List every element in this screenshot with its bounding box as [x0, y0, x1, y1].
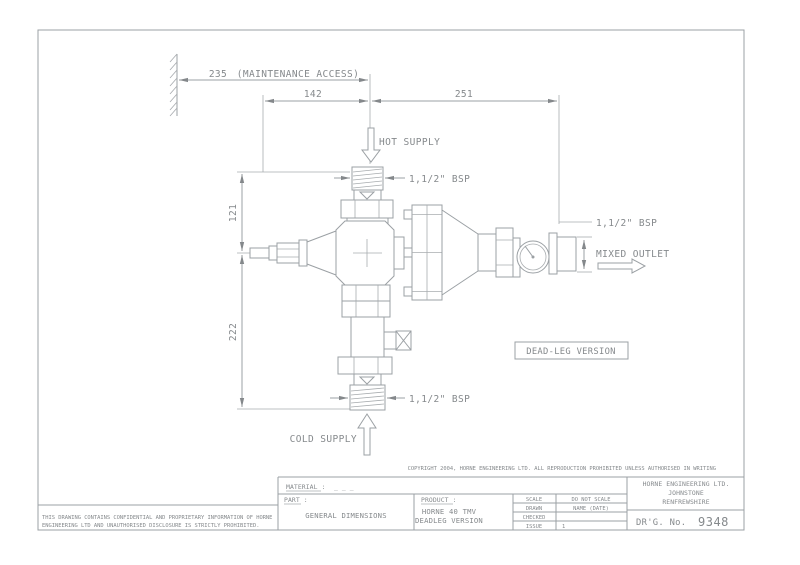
drg-number-label: DR'G. No.: [636, 518, 686, 528]
dim-235-note: (MAINTENANCE ACCESS): [237, 69, 359, 80]
dim-251: 251: [372, 89, 557, 104]
issue-label: ISSUE: [526, 524, 542, 530]
cold-supply-label: COLD SUPPLY: [290, 434, 357, 445]
copyright-notice: COPYRIGHT 2004, HORNE ENGINEERING LTD. A…: [408, 466, 716, 472]
outlet-hex-nut: [495, 227, 514, 278]
version-tag: DEAD-LEG VERSION: [514, 341, 629, 360]
flange-bolt: [403, 247, 413, 258]
title-block: COPYRIGHT 2004, HORNE ENGINEERING LTD. A…: [277, 466, 744, 530]
product-name-line2: DEADLEG VERSION: [415, 516, 483, 525]
bsp-cold-label: 1,1/2" BSP: [409, 394, 470, 405]
company-name: HORNE ENGINEERING LTD.: [643, 480, 730, 488]
flange-bolt: [403, 286, 413, 297]
issue-value: 1: [562, 524, 565, 530]
product-label: PRODUCT :: [421, 496, 457, 504]
drain-valve: [395, 330, 412, 351]
hot-supply-arrow-icon: [361, 127, 381, 163]
disclaimer-line2: ENGINEERING LTD AND UNAUTHORISED DISCLOS…: [42, 523, 259, 529]
cold-inlet-assembly: [337, 284, 412, 411]
company-box: HORNE ENGINEERING LTD. JOHNSTONE RENFREW…: [636, 480, 729, 529]
material-value: _ _ _: [334, 483, 354, 491]
cold-supply-arrow-icon: [357, 413, 377, 456]
outlet-pipe: [556, 236, 577, 272]
dim-121-value: 121: [228, 204, 239, 222]
scale-value: DO NOT SCALE: [572, 497, 611, 503]
scale-table: SCALE DO NOT SCALE DRAWN NAME (DATE) CHE…: [523, 497, 611, 530]
dim-142: 142: [265, 89, 368, 104]
checked-label: CHECKED: [523, 515, 546, 521]
flow-direction-symbol: [358, 191, 376, 200]
spindle-hex-nut: [276, 242, 300, 264]
bsp-outlet-label: 1,1/2" BSP: [596, 218, 657, 229]
mixed-outlet-arrow-icon: [597, 258, 647, 274]
cold-hex-nut: [337, 356, 393, 375]
sheet-border: [37, 29, 745, 531]
product-name-line1: HORNE 40 TMV: [422, 507, 477, 516]
mixed-outlet-label: MIXED OUTLET: [596, 249, 669, 260]
gauge-needle: [524, 245, 534, 258]
disclaimer-box: THIS DRAWING CONTAINS CONFIDENTIAL AND P…: [38, 504, 278, 529]
company-county: RENFREWSHIRE: [662, 498, 709, 506]
valve-body: [335, 220, 395, 286]
dim-235-value: 235: [209, 69, 227, 80]
bsp-leaders: [330, 175, 405, 401]
dim-maintenance-access: 235 (MAINTENANCE ACCESS): [179, 69, 368, 83]
bsp-hot-label: 1,1/2" BSP: [409, 174, 470, 185]
dim-251-value: 251: [455, 89, 473, 100]
company-town: JOHNSTONE: [668, 489, 704, 497]
hot-supply-label: HOT SUPPLY: [379, 137, 440, 148]
dim-142-value: 142: [304, 89, 322, 100]
dim-222: 222: [228, 255, 245, 407]
wall-hatch: [169, 53, 178, 117]
cold-union-nut: [341, 284, 391, 302]
outlet-assembly: [393, 204, 577, 301]
hot-union-nut: [340, 199, 394, 219]
outlet-cone: [441, 209, 479, 296]
dim-222-value: 222: [228, 323, 239, 341]
material-label: MATERIAL :: [286, 483, 325, 491]
hot-inlet-assembly: [340, 166, 394, 226]
version-tag-label: DEAD-LEG VERSION: [526, 347, 616, 357]
gauge-pivot: [531, 255, 535, 259]
adjuster-spindle: [249, 230, 337, 276]
scale-label: SCALE: [526, 497, 542, 503]
dim-121: 121: [228, 174, 245, 251]
drawn-value: NAME (DATE): [573, 506, 609, 512]
flange-bolt: [403, 209, 413, 220]
part-label: PART :: [284, 496, 308, 504]
drawn-label: DRAWN: [526, 506, 542, 512]
disclaimer-line1: THIS DRAWING CONTAINS CONFIDENTIAL AND P…: [42, 515, 272, 521]
part-value: GENERAL DIMENSIONS: [305, 511, 387, 520]
flow-direction-symbol: [358, 376, 376, 385]
drg-number-value: 9348: [698, 515, 729, 529]
